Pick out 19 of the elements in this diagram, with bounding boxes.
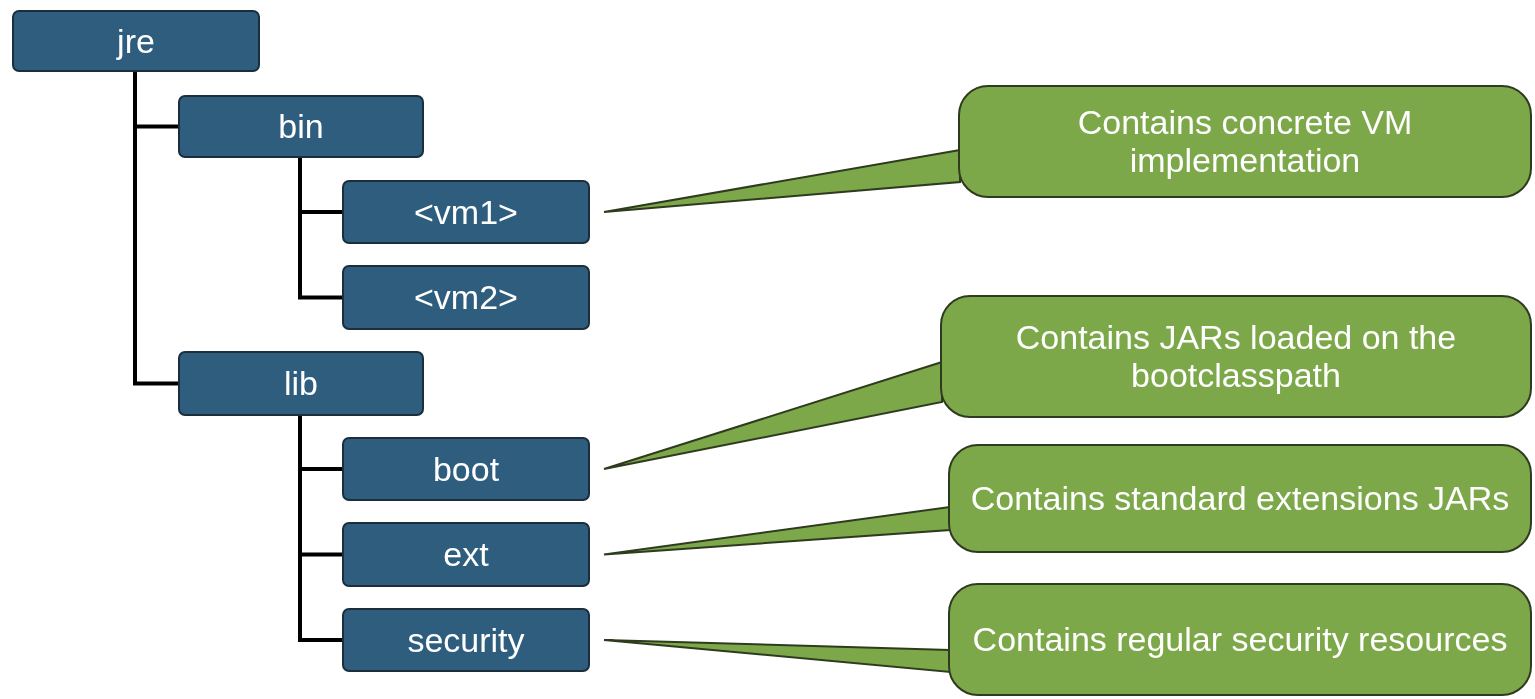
callout-pointer (603, 639, 951, 674)
callout-box: Contains concrete VM implementation (958, 85, 1532, 198)
folder-box: security (342, 608, 590, 672)
folder-box: lib (178, 351, 424, 416)
folder-box: ext (342, 522, 590, 587)
folder-box: <vm2> (342, 265, 590, 330)
folder-box: <vm1> (342, 180, 590, 244)
callout-box: Contains standard extensions JARs (948, 444, 1532, 553)
folder-box: bin (178, 95, 424, 158)
callout-pointer (603, 505, 951, 556)
callout-pointer (603, 148, 961, 213)
folder-box: boot (342, 437, 590, 501)
callout-box: Contains regular security resources (948, 583, 1532, 696)
tree-connector (298, 416, 342, 642)
callout-pointer (603, 360, 943, 470)
folder-box: jre (12, 10, 260, 72)
tree-connector (133, 72, 178, 386)
tree-connector (298, 158, 342, 300)
callout-box: Contains JARs loaded on the bootclasspath (940, 295, 1532, 418)
